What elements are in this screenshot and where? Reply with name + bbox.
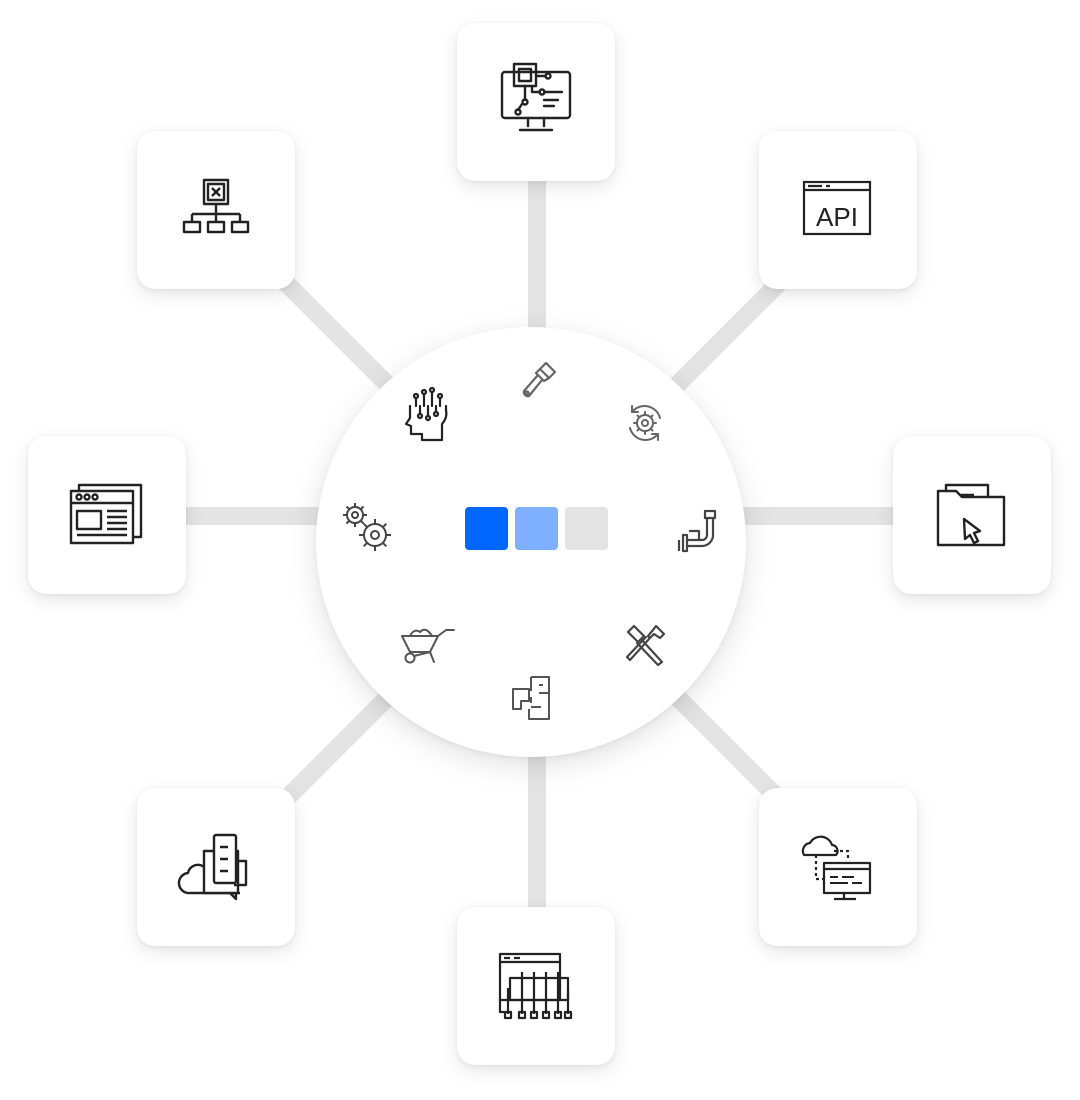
spoke-bottom-left (279, 688, 397, 806)
api-window-icon: API (802, 180, 872, 236)
node-top-right[interactable]: API (759, 131, 917, 289)
node-bottom-right[interactable] (759, 788, 917, 946)
floor-plan-icon (500, 668, 560, 728)
spoke-bottom (528, 755, 546, 910)
node-bottom-left[interactable] (137, 788, 295, 946)
tools-icon (615, 615, 675, 675)
cloud-monitor-icon (801, 835, 872, 901)
folder-cursor-icon (936, 483, 1006, 547)
paint-brush-icon (507, 350, 567, 410)
pipe-icon (664, 500, 724, 560)
node-top-left[interactable] (137, 131, 295, 289)
swatch-secondary (515, 507, 558, 550)
spoke-right (742, 507, 894, 525)
spoke-top-left (279, 276, 397, 394)
web-layout-icon (69, 483, 143, 545)
gear-refresh-icon (615, 393, 675, 453)
spoke-top (528, 180, 546, 330)
node-right[interactable] (893, 436, 1051, 594)
swatch-primary (465, 507, 508, 550)
monitor-circuit-icon (500, 62, 572, 132)
cloud-mobile-icon (177, 833, 248, 901)
spoke-bottom-right (668, 688, 786, 806)
gears-icon (337, 497, 397, 557)
node-bottom[interactable] (457, 907, 615, 1065)
sitemap-icon (182, 178, 250, 234)
node-top[interactable] (457, 23, 615, 181)
api-label: API (816, 202, 858, 232)
spoke-left (185, 507, 320, 525)
spoke-top-right (668, 276, 786, 394)
ai-head-icon (397, 383, 457, 443)
wheelbarrow-icon (397, 613, 457, 673)
node-left[interactable] (28, 436, 186, 594)
browser-pipeline-icon (498, 952, 573, 1020)
swatch-neutral (565, 507, 608, 550)
